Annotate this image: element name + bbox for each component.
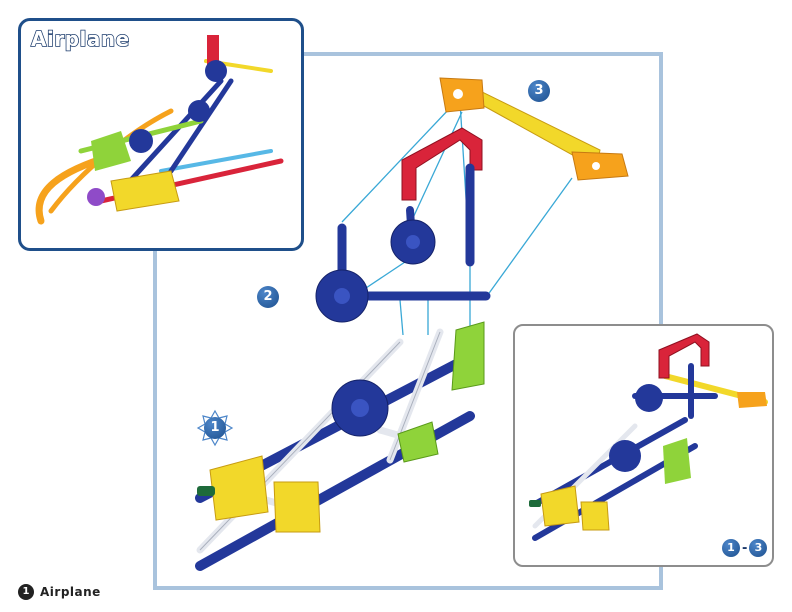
finished-model-inset: Airplane (18, 18, 304, 251)
step-range: 1-3 (722, 539, 767, 559)
range-end: 3 (749, 539, 767, 557)
page-number: 1 (18, 584, 34, 600)
step-badge-3: 3 (528, 80, 550, 102)
step-badge-2: 2 (257, 286, 279, 308)
footer-label: Airplane (40, 585, 101, 599)
steps-result-inset (513, 324, 774, 567)
step-badge-1: 1 (204, 417, 226, 439)
steps-result-illustration (515, 326, 772, 565)
range-start: 1 (722, 539, 740, 557)
blue-gears (316, 220, 435, 436)
range-separator: - (742, 541, 747, 556)
end-caps (197, 486, 215, 496)
finished-model-illustration (21, 21, 301, 248)
page-footer: 1 Airplane (18, 581, 101, 601)
